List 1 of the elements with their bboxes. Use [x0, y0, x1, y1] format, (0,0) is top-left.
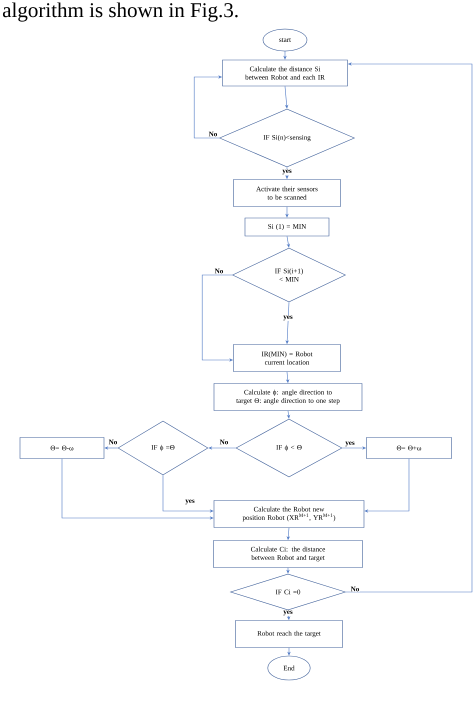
body-text: algorithm is shown in Fig.3. — [2, 2, 238, 22]
